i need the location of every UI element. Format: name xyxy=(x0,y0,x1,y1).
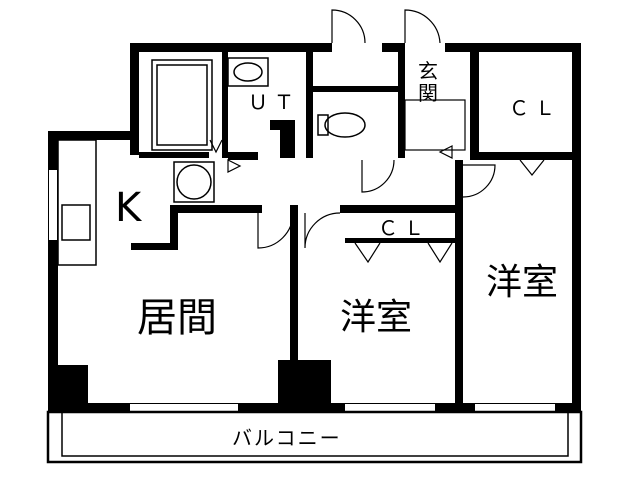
washbasin xyxy=(227,57,269,87)
wall-toilet-right xyxy=(398,52,405,158)
sliding-mark-ut xyxy=(227,159,242,173)
entrance-step xyxy=(404,99,466,151)
room-label-closet-1: ＣＬ xyxy=(509,96,561,120)
wall-bath-bottom xyxy=(139,152,209,158)
wall-top-left-step xyxy=(130,43,139,155)
wall-kitchen-top xyxy=(48,131,138,140)
toilet-bowl xyxy=(324,112,366,138)
wall-kitchen-right xyxy=(170,205,178,250)
door-gap-front xyxy=(332,43,382,52)
column-left xyxy=(58,365,88,405)
walls xyxy=(48,43,581,412)
wall-western-divider xyxy=(455,160,463,405)
window-western-2 xyxy=(475,404,555,411)
wall-toilet-top xyxy=(310,86,405,92)
room-label-unit-bath: ＵＴ xyxy=(248,90,300,114)
wall-right xyxy=(572,43,581,411)
wall-corridor-bottom-left xyxy=(170,205,262,213)
door-swing-western-1 xyxy=(304,212,341,249)
wall-left xyxy=(48,131,58,411)
washing-machine xyxy=(173,161,215,203)
bathtub xyxy=(151,59,213,151)
toilet-tank xyxy=(317,114,329,136)
bathtub-inner xyxy=(156,64,208,146)
room-label-living: 居間 xyxy=(137,295,217,341)
door-swing-western-2 xyxy=(462,164,496,198)
sliding-mark-entrance xyxy=(438,145,453,159)
balcony-inner xyxy=(61,411,569,457)
window-living xyxy=(130,404,238,411)
wall-kitchen-stub xyxy=(131,243,178,250)
door-swing-front-2 xyxy=(404,9,441,44)
wall-bottom xyxy=(48,403,581,412)
room-label-balcony: バルコニー xyxy=(232,426,342,450)
room-label-western-2: 洋室 xyxy=(486,262,559,303)
door-swings xyxy=(209,9,545,264)
openings xyxy=(49,43,555,411)
washing-machine-drum xyxy=(176,164,212,200)
fixtures xyxy=(46,57,583,464)
door-swing-living xyxy=(257,212,294,249)
room-label-closet-2: ＣＬ xyxy=(378,216,430,240)
window-kitchen-left xyxy=(49,170,57,240)
wall-toilet-left xyxy=(306,52,313,158)
washbasin-bowl xyxy=(233,62,263,82)
wall-ut-bottom xyxy=(228,152,258,160)
door-swing-front-1 xyxy=(331,9,366,44)
closet-door-3 xyxy=(519,159,545,176)
room-label-entrance: 玄 関 xyxy=(418,59,438,105)
kitchen-counter xyxy=(57,139,97,266)
column-mid xyxy=(278,360,331,405)
wall-closet-top xyxy=(470,152,580,160)
room-label-kitchen: K xyxy=(115,185,142,231)
wall-closet-bottom xyxy=(345,238,460,243)
window-western-1 xyxy=(345,404,435,411)
kitchen-sink xyxy=(61,204,91,241)
wall-toilet-mid xyxy=(280,120,295,158)
wall-entrance-right xyxy=(470,52,479,158)
wall-ut-left xyxy=(222,52,228,158)
closet-door-2 xyxy=(427,242,453,264)
sliding-mark-bath xyxy=(209,139,223,154)
door-swing-toilet xyxy=(361,159,395,193)
wall-living-right xyxy=(290,205,298,405)
wall-corridor-bottom-right xyxy=(340,205,460,213)
entrance-step-outline xyxy=(404,99,466,151)
room-label-western-1: 洋室 xyxy=(340,297,413,338)
door-gap-entrance xyxy=(405,43,445,52)
wall-toilet-step xyxy=(270,120,280,130)
closet-door-1 xyxy=(354,242,381,264)
